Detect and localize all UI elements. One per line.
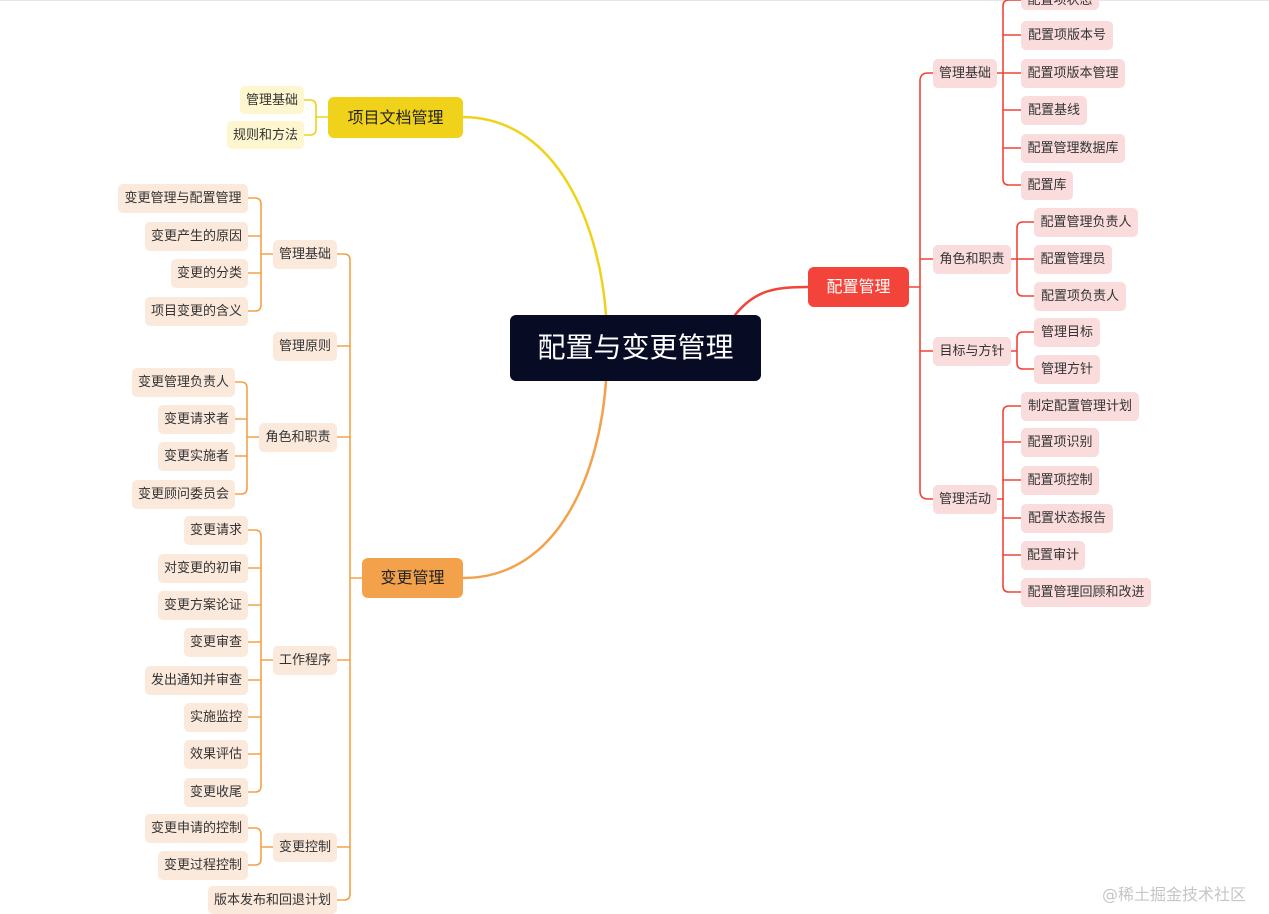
branch-project-document-management[interactable]: 项目文档管理 <box>328 97 463 138</box>
change-group-release-rollback[interactable]: 版本发布和回退计划 <box>208 886 337 914</box>
link-change-control-spine <box>247 827 262 866</box>
config-group-roles[interactable]: 角色和职责 <box>933 245 1011 274</box>
change-item[interactable]: 变更的分类 <box>171 259 248 288</box>
docs-item[interactable]: 管理基础 <box>240 86 304 114</box>
change-item[interactable]: 变更请求者 <box>158 405 235 434</box>
change-item[interactable]: 变更请求 <box>184 516 248 545</box>
link-config-basics-spine <box>1002 0 1022 186</box>
change-item[interactable]: 变更顾问委员会 <box>132 480 235 509</box>
change-group-principles[interactable]: 管理原则 <box>273 332 337 361</box>
link-change-procedure-spine <box>247 529 262 793</box>
config-item[interactable]: 制定配置管理计划 <box>1021 392 1139 421</box>
config-group-management-basics[interactable]: 管理基础 <box>933 59 997 88</box>
change-group-roles[interactable]: 角色和职责 <box>259 423 337 452</box>
config-item[interactable]: 配置基线 <box>1021 96 1087 125</box>
config-group-goals[interactable]: 目标与方针 <box>933 337 1011 366</box>
link-change-roles-spine <box>234 381 248 495</box>
link-root-config <box>733 285 810 317</box>
config-item[interactable]: 配置项版本管理 <box>1021 59 1125 88</box>
config-item[interactable]: 配置项状态 <box>1021 0 1099 10</box>
link-root-change <box>461 379 608 580</box>
config-item[interactable]: 配置库 <box>1021 171 1073 200</box>
config-item[interactable]: 配置项负责人 <box>1034 282 1126 311</box>
link-change-basics-spine <box>247 197 262 312</box>
config-item[interactable]: 配置状态报告 <box>1021 504 1113 533</box>
config-group-activities[interactable]: 管理活动 <box>933 485 997 514</box>
link-config-spine <box>919 72 934 500</box>
branch-config-management[interactable]: 配置管理 <box>808 267 909 307</box>
change-item[interactable]: 项目变更的含义 <box>145 297 248 326</box>
config-item[interactable]: 配置项识别 <box>1021 428 1099 457</box>
config-item[interactable]: 管理方针 <box>1034 355 1100 384</box>
change-item[interactable]: 发出通知并审查 <box>145 666 248 695</box>
top-border <box>0 0 1269 1</box>
config-item[interactable]: 配置审计 <box>1021 541 1085 570</box>
change-item[interactable]: 效果评估 <box>184 740 248 769</box>
change-item[interactable]: 变更审查 <box>184 628 248 657</box>
change-item[interactable]: 变更申请的控制 <box>145 814 248 843</box>
change-item[interactable]: 变更实施者 <box>158 442 235 471</box>
link-change-spine <box>336 253 351 901</box>
config-item[interactable]: 管理目标 <box>1034 318 1100 347</box>
change-item[interactable]: 变更管理与配置管理 <box>118 184 248 213</box>
config-item[interactable]: 配置项版本号 <box>1021 21 1113 50</box>
change-group-management-basics[interactable]: 管理基础 <box>273 240 337 269</box>
link-root-docs <box>461 115 608 317</box>
change-group-procedure[interactable]: 工作程序 <box>273 646 337 675</box>
link-config-activities-spine <box>1002 405 1022 593</box>
change-item[interactable]: 变更收尾 <box>184 778 248 807</box>
watermark: @稀土掘金技术社区 <box>1102 885 1247 904</box>
branch-change-management[interactable]: 变更管理 <box>362 558 463 598</box>
config-item[interactable]: 配置项控制 <box>1021 466 1099 495</box>
change-item[interactable]: 对变更的初审 <box>158 554 248 583</box>
link-docs-spine <box>303 99 317 136</box>
change-item[interactable]: 变更管理负责人 <box>132 368 235 397</box>
change-item[interactable]: 实施监控 <box>184 703 248 732</box>
change-item[interactable]: 变更方案论证 <box>158 591 248 620</box>
change-item[interactable]: 变更产生的原因 <box>145 222 248 251</box>
config-item[interactable]: 配置管理负责人 <box>1034 208 1138 237</box>
change-group-control[interactable]: 变更控制 <box>273 833 337 862</box>
docs-item[interactable]: 规则和方法 <box>227 121 304 149</box>
config-item[interactable]: 配置管理回顾和改进 <box>1021 578 1151 607</box>
link-config-goals-spine <box>1016 331 1035 370</box>
config-item[interactable]: 配置管理员 <box>1034 245 1112 274</box>
change-item[interactable]: 变更过程控制 <box>158 851 248 880</box>
root-topic[interactable]: 配置与变更管理 <box>510 315 761 381</box>
config-item[interactable]: 配置管理数据库 <box>1021 134 1125 163</box>
